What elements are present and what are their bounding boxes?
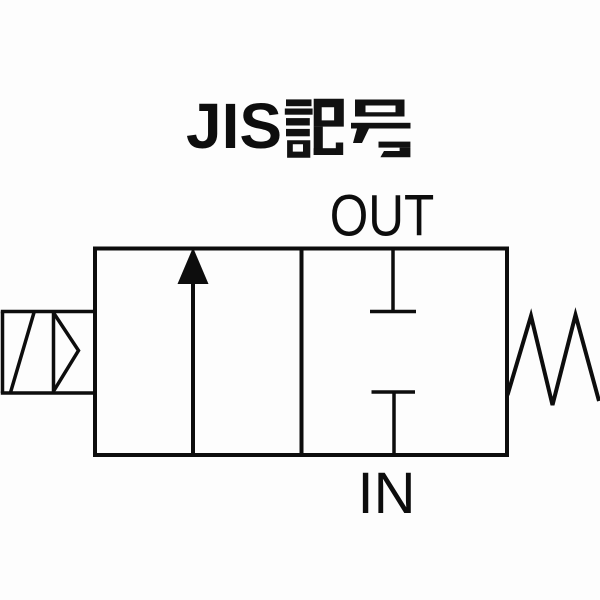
svg-text:IN: IN [358,461,416,526]
svg-text:JIS: JIS [186,90,282,162]
svg-text:OUT: OUT [330,184,435,249]
